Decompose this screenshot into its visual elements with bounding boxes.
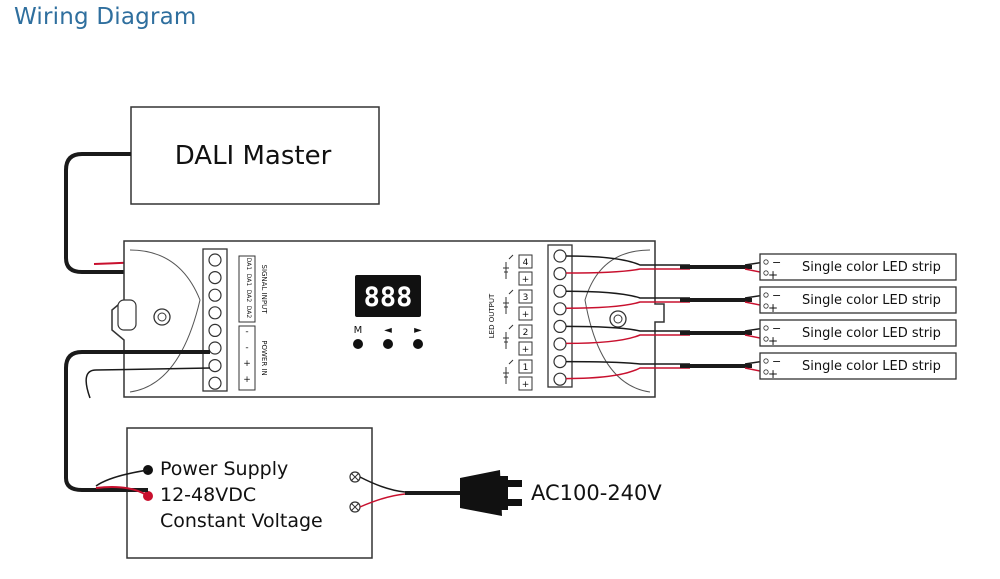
output-wire-black (565, 255, 690, 266)
right-terminal-screw-6 (553, 337, 567, 351)
right-terminal-screw-2 (553, 267, 567, 281)
left-terminal-screw-6 (208, 341, 222, 355)
power-wire-black-thin (85, 367, 211, 399)
controller-button[interactable] (383, 339, 393, 349)
led-strip-plus: + (768, 367, 778, 381)
button-label: ◄ (384, 325, 392, 336)
led-strip-label: Single color LED strip (802, 293, 941, 308)
output-wire-black (565, 290, 690, 299)
left-terminal-screw-4 (208, 306, 222, 320)
led-strip-minus: − (772, 256, 781, 269)
led-strip-2 (759, 286, 957, 314)
power-terminal-label: + (243, 375, 251, 385)
controller-button[interactable] (353, 339, 363, 349)
left-terminal-screw-3 (208, 288, 222, 302)
signal-terminal-label: DA1 (245, 258, 252, 271)
led-strip-3 (759, 319, 957, 347)
mounting-tab-left (117, 299, 137, 331)
right-terminal-screw-7 (553, 355, 567, 369)
led-strip-minus: − (772, 355, 781, 368)
signal-terminal-label: DA2 (245, 290, 252, 303)
output-wire-red (565, 367, 690, 380)
right-terminal-screw-5 (553, 319, 567, 333)
ps-line3: Constant Voltage (160, 510, 323, 532)
button-label: ► (414, 325, 422, 336)
output-wire-black (565, 325, 690, 332)
led-output-label: LED OUTPUT (488, 293, 496, 338)
led-channel-symbol (503, 289, 514, 314)
output-common-label: + (522, 275, 530, 285)
ac-input-label: AC100-240V (531, 481, 662, 505)
left-terminal-screw-8 (208, 376, 222, 390)
controller-button[interactable] (413, 339, 423, 349)
led-channel-symbol (503, 254, 514, 279)
right-terminal-screw-4 (553, 302, 567, 316)
left-terminal-screw-2 (208, 271, 222, 285)
led-strip-plus: + (768, 334, 778, 348)
left-terminal-screw-1 (208, 253, 222, 267)
left-terminal-screw-7 (208, 359, 222, 373)
left-terminal-screw-5 (208, 323, 222, 337)
output-wire-red (565, 268, 690, 274)
led-strip-label: Single color LED strip (802, 260, 941, 275)
ac-plug-icon (460, 470, 522, 516)
button-label: M (354, 325, 363, 336)
output-common-label: + (522, 310, 530, 320)
ac-terminal-2 (349, 501, 361, 513)
ps-line2: 12-48VDC (160, 484, 256, 506)
led-strip-4 (759, 352, 957, 380)
dali-master-label: DALI Master (175, 141, 332, 171)
output-channel-label: 3 (523, 293, 529, 303)
led-channel-symbol (503, 359, 514, 384)
right-terminal-screw-8 (553, 372, 567, 386)
power-in-label: POWER IN (260, 340, 268, 375)
power-terminal-label: + (243, 359, 251, 369)
output-common-label: + (522, 380, 530, 390)
led-strip-minus: − (772, 322, 781, 335)
output-channel-label: 1 (523, 363, 529, 373)
power-terminal-label: - (245, 343, 248, 353)
led-strip-label: Single color LED strip (802, 359, 941, 374)
segment-display (355, 275, 421, 317)
led-strip-1 (759, 253, 957, 281)
segment-display-value: 888 (364, 282, 413, 313)
signal-terminal-label: DA1 (245, 274, 252, 287)
power-supply-box (126, 427, 373, 559)
ac-terminal-1 (349, 471, 361, 483)
output-wire-black (565, 360, 690, 365)
output-channel-label: 2 (523, 328, 529, 338)
output-wire-red (565, 334, 690, 345)
signal-input-label: SIGNAL INPUT (260, 264, 268, 314)
power-terminal-label: - (245, 327, 248, 337)
power-wire-black (64, 350, 210, 492)
output-common-label: + (522, 345, 530, 355)
led-channel-symbol (503, 324, 514, 349)
led-strip-label: Single color LED strip (802, 326, 941, 341)
right-terminal-screw-3 (553, 284, 567, 298)
power-wire-red (95, 486, 149, 497)
dali-wire-black (64, 152, 210, 274)
output-channel-label: 4 (523, 258, 529, 268)
led-strip-plus: + (768, 301, 778, 315)
signal-terminal-label: DA2 (245, 306, 252, 319)
led-strip-minus: − (772, 289, 781, 302)
right-terminal-screw-1 (553, 249, 567, 263)
page-title: Wiring Diagram (14, 4, 197, 30)
ps-line1: Power Supply (160, 458, 288, 480)
output-wire-red (565, 301, 690, 309)
led-strip-plus: + (768, 268, 778, 282)
dali-master-box (130, 106, 380, 205)
